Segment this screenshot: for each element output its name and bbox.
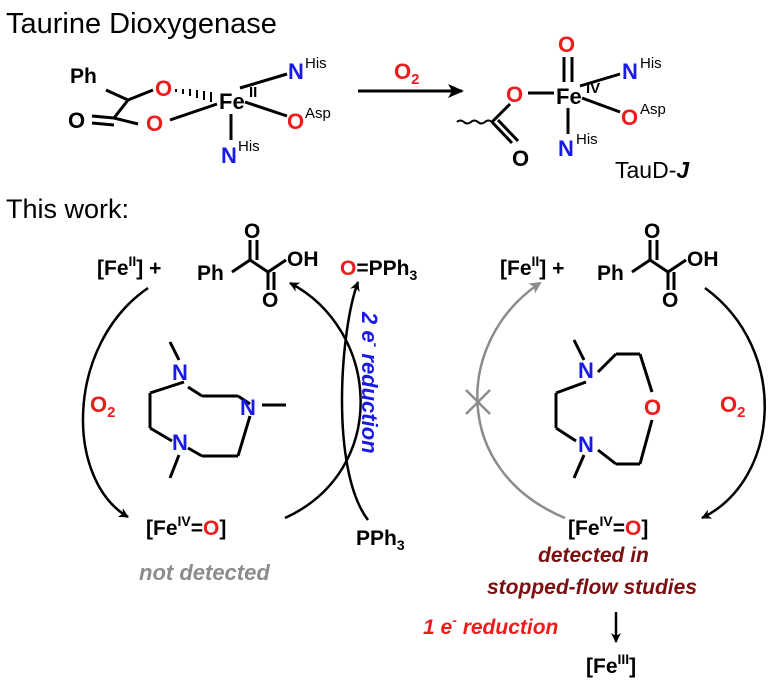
right-ketone-o: O [644, 220, 660, 243]
left-pph3: PPh3 [356, 527, 405, 553]
product-his-bottom: His [576, 131, 598, 148]
product-label: TauD-J [615, 157, 690, 183]
fe-iii: [FeIII] [586, 651, 636, 678]
product-his-top: His [640, 55, 662, 72]
left-ph: Ph [197, 262, 224, 285]
product-asp: Asp [640, 101, 666, 118]
right-acid-o: O [662, 289, 678, 312]
title: Taurine Dioxygenase [6, 8, 277, 40]
left-fe-ii: [FeII] + [97, 253, 161, 280]
one-electron-reduction: 1 e- reduction [423, 612, 558, 639]
right-n2: N [578, 432, 594, 457]
arrow-o2-label: O2 [394, 59, 419, 88]
reactant-n-his-bottom: N [221, 143, 237, 168]
left-not-detected: not detected [139, 560, 270, 585]
product-carbonyl-o: O [512, 146, 529, 171]
right-n1: N [578, 358, 594, 383]
two-electron-reduction: 2 e- reduction [357, 311, 384, 454]
pph3-branch-arrow [340, 281, 369, 521]
reactant-o-asp: O [287, 109, 304, 134]
left-n3: N [240, 395, 256, 420]
right-cycle: [FeII] + Ph O O OH O2 [FeIV=O] detected … [423, 220, 766, 678]
detected-line-2: stopped-flow studies [487, 576, 697, 599]
reactant-carboxylate-o: O [146, 111, 163, 136]
left-cycle-o2-arrow [81, 286, 149, 519]
reactant-his-top: His [305, 55, 327, 72]
reactant-asp: Asp [305, 105, 331, 122]
right-o2: O2 [720, 392, 745, 421]
right-ring-o: O [644, 395, 661, 420]
left-cycle-return-arrow [284, 281, 362, 520]
product-carboxylate-o: O [506, 82, 523, 107]
left-ketone-o: O [244, 220, 260, 243]
reactant-fe-ox: II [249, 84, 257, 101]
left-oh: OH [287, 248, 319, 271]
product-n-his-bottom: N [558, 136, 574, 161]
right-fe-ii: [FeII] + [500, 253, 564, 280]
product-oxo-o: O [558, 32, 575, 57]
right-ph: Ph [597, 262, 624, 285]
reactant-ph: Ph [70, 65, 97, 88]
taud-j-complex: O Fe IV N His O Asp N His O O TauD-J [456, 32, 690, 183]
reactant-his-bottom: His [238, 138, 260, 155]
reactant-fe: Fe [219, 89, 245, 114]
right-cycle-o2-arrow [701, 286, 766, 520]
right-fe-iv-oxo: [FeIV=O] [568, 513, 648, 540]
right-blocked-return-arrow [476, 281, 566, 520]
left-oppph3: O=PPh3 [340, 257, 417, 283]
reactant-n-his-top: N [288, 59, 304, 84]
product-fe: Fe [556, 84, 582, 109]
left-n1: N [172, 360, 188, 385]
right-macrocycle: N N O [554, 339, 661, 479]
left-cycle: [FeII] + Ph O O OH O2 [FeIV=O] not detec… [81, 220, 417, 585]
left-n2: N [172, 430, 188, 455]
product-o-asp: O [621, 105, 638, 130]
left-o2: O2 [90, 392, 115, 421]
left-fe-iv-oxo: [FeIV=O] [146, 513, 226, 540]
reactant-ketone-o: O [155, 76, 172, 101]
detected-line-1: detected in [538, 544, 649, 567]
blocked-cross-2 [465, 389, 491, 415]
reactant-complex: Ph O O O Fe II N His O Asp N His [68, 55, 331, 168]
left-acid-o: O [262, 289, 278, 312]
product-n-his-top: N [622, 59, 638, 84]
right-oh: OH [687, 248, 719, 271]
this-work-label: This work: [6, 194, 129, 224]
reactant-carbonyl-o: O [68, 108, 85, 133]
left-macrocycle: N N N [148, 341, 286, 479]
